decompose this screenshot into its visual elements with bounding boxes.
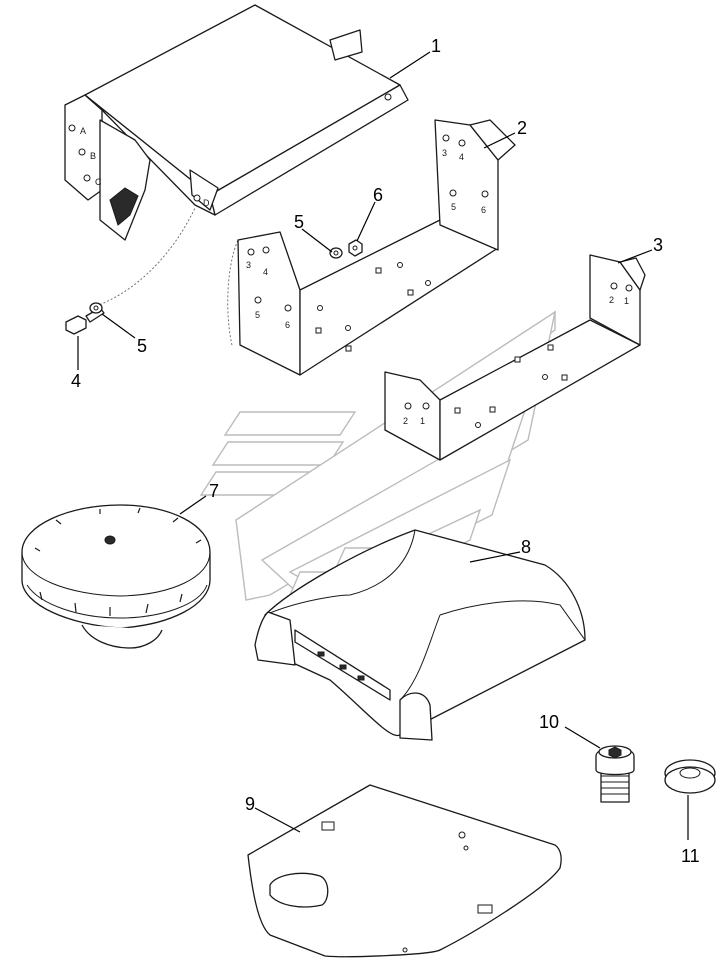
callout-3: 3 (653, 235, 663, 255)
part-6-nut (348, 239, 363, 257)
mark-b: B (90, 151, 96, 161)
callout-10: 10 (539, 712, 559, 732)
mark-r5: 5 (451, 202, 456, 212)
callout-8: 8 (521, 537, 531, 557)
part-2-u-bracket: 3 4 5 6 3 4 5 6 (237, 119, 516, 376)
mark-l1: 1 (420, 416, 425, 426)
callout-7: 7 (209, 481, 219, 501)
callout-11: 11 (681, 846, 700, 866)
assembly-line (227, 239, 239, 346)
mark-c: C (95, 177, 102, 187)
mark-6: 6 (285, 320, 290, 330)
part-5-washer (89, 247, 343, 314)
part-8-controller-housing (254, 529, 586, 741)
mark-r4: 4 (459, 152, 464, 162)
callout-4: 4 (71, 371, 81, 391)
mark-r1: 1 (624, 296, 629, 306)
assembly-line (95, 207, 196, 307)
mark-r6: 6 (481, 205, 486, 215)
callout-5-bracket-washer: 5 (294, 212, 304, 232)
mark-r2: 2 (609, 295, 614, 305)
part-1-mounting-bracket: A B C D (64, 4, 409, 241)
callout-1: 1 (431, 36, 441, 56)
mark-a: A (80, 126, 86, 136)
part-7-gps-receiver (21, 504, 211, 649)
callout-2: 2 (517, 118, 527, 138)
callout-6: 6 (373, 185, 383, 205)
mark-d: D (203, 198, 210, 208)
mark-3: 3 (246, 260, 251, 270)
part-9-base-plate (247, 784, 562, 958)
part-10-button-head-bolt (595, 745, 635, 803)
leader-lines (77, 51, 689, 840)
part-3-base-bracket: 2 1 2 1 (384, 254, 646, 461)
mark-l2: 2 (403, 416, 408, 426)
callout-5-bolt-washer: 5 (137, 336, 147, 356)
callout-9: 9 (245, 794, 255, 814)
mark-5: 5 (255, 310, 260, 320)
part-11-flat-washer (664, 759, 716, 794)
mark-4: 4 (263, 267, 268, 277)
mark-r3: 3 (442, 148, 447, 158)
